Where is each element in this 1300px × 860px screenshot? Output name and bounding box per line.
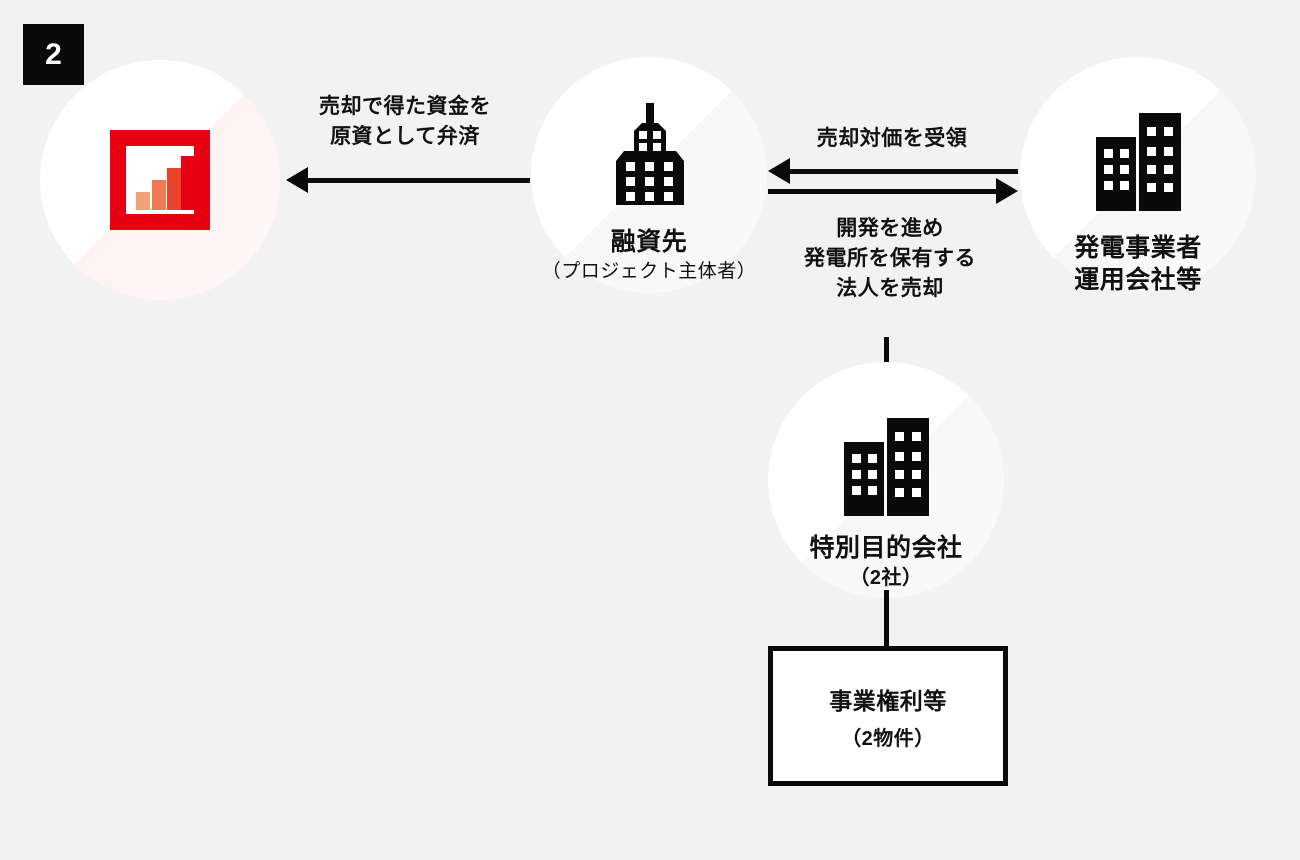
business-rights-subtitle: （2物件） [841, 727, 935, 750]
node-borrower-label: 融資先 （プロジェクト主体者） [531, 226, 767, 284]
node-operator-label: 発電事業者 運用会社等 [1020, 232, 1256, 296]
node-spc-label: 特別目的会社 （2社） [768, 532, 1004, 592]
edge-sale-proceeds-arrowhead [768, 158, 790, 184]
bar-chart-framed-icon [110, 130, 210, 230]
edge-sale-proceeds-line [790, 169, 1018, 174]
edge-develop-and-sell-line [768, 189, 996, 194]
node-spc-subtitle: （2社） [849, 567, 923, 589]
twin-buildings-icon [1096, 113, 1181, 211]
edge-develop-and-sell-arrowhead [996, 178, 1018, 204]
edge-repayment-arrowhead [286, 167, 308, 193]
edge-sale-proceeds-label: 売却対価を受領 [816, 127, 968, 150]
step-number-badge: 2 [23, 24, 84, 85]
business-rights-box: 事業権利等 （2物件） [768, 646, 1008, 786]
edge-repayment-label: 売却で得た資金を 原資として弁済 [319, 95, 491, 148]
business-rights-title: 事業権利等 [829, 687, 947, 714]
node-borrower-subtitle: （プロジェクト主体者） [541, 261, 757, 282]
edge-develop-and-sell-label: 開発を進め 発電所を保有する 法人を売却 [804, 217, 976, 300]
twin-buildings-icon [844, 418, 929, 516]
node-spc-title: 特別目的会社 [809, 534, 963, 562]
connector-spc-to-box [884, 590, 889, 648]
edge-repayment-line [308, 178, 530, 183]
node-operator-title-line2: 運用会社等 [1074, 266, 1202, 294]
skyscraper-icon [616, 103, 684, 205]
node-borrower-title: 融資先 [610, 228, 688, 256]
node-operator-title-line1: 発電事業者 [1074, 234, 1202, 262]
